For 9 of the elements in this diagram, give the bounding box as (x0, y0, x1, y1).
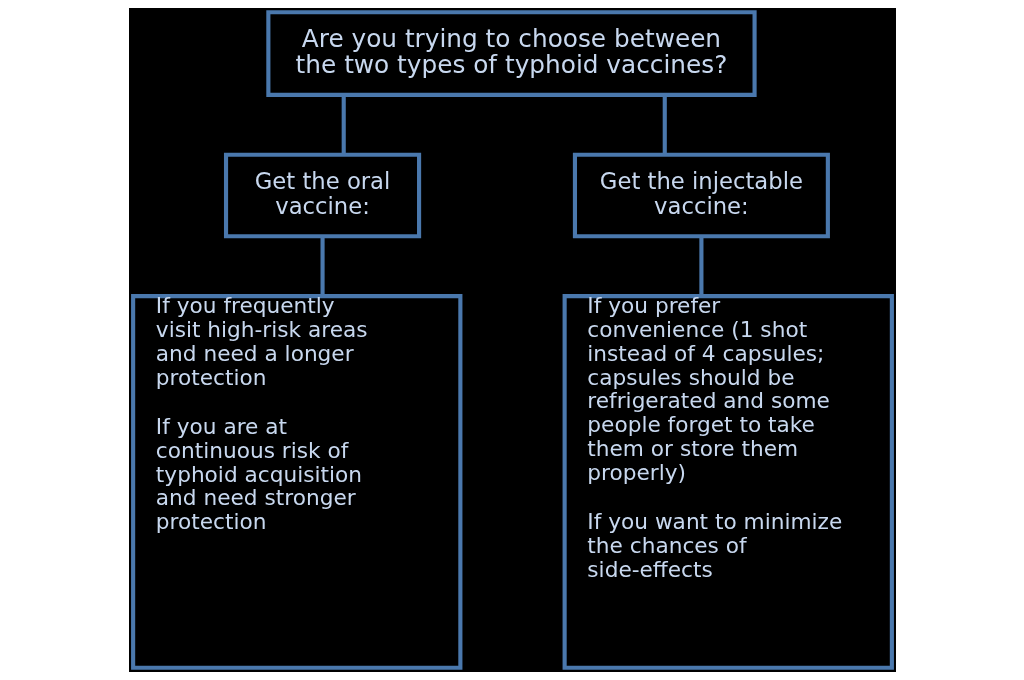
node-box: If you frequently visit high-risk areas and need a longer protection If you are at continuous risk of typhoid acquisition and need stronger protection (130, 294, 462, 670)
connector (662, 94, 667, 155)
node-box: Get the injectable vaccine: (572, 152, 830, 239)
node-box: Are you trying to choose between the two types of typhoid vaccines? (265, 10, 757, 97)
connector (341, 94, 346, 155)
node-box: If you prefer convenience (1 shot instead of 4 capsules; capsules should be refrigerated and some people forget to take them or store them properly) If you want to minimize the chances of side-effects (562, 294, 894, 670)
connector (320, 236, 325, 296)
connector (698, 236, 703, 296)
node-box: Get the oral vaccine: (223, 152, 421, 239)
